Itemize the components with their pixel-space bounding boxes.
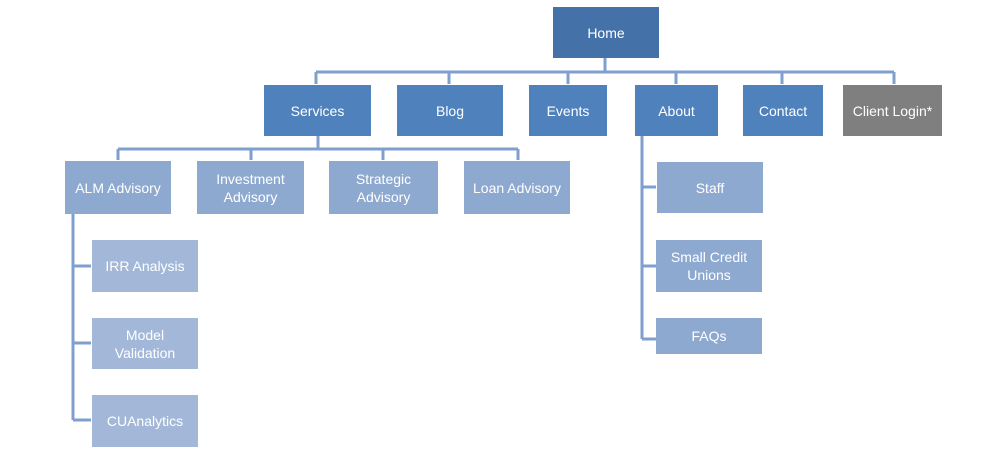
node-model-validation[interactable]: Model Validation [92,318,198,369]
node-alm-advisory[interactable]: ALM Advisory [65,161,171,214]
node-events[interactable]: Events [529,85,607,136]
node-staff[interactable]: Staff [657,162,763,213]
node-irr-analysis[interactable]: IRR Analysis [92,240,198,292]
node-about[interactable]: About [635,85,718,136]
node-small-credit-unions[interactable]: Small Credit Unions [656,240,762,292]
node-cuanalytics[interactable]: CUAnalytics [92,395,198,447]
connector-lines [71,58,896,422]
node-loan-advisory[interactable]: Loan Advisory [464,161,570,214]
connector-alm-advisory [71,214,91,422]
connector-about [640,136,656,341]
connector-home [314,58,896,84]
node-faqs[interactable]: FAQs [656,318,762,354]
node-investment-advisory[interactable]: Investment Advisory [197,161,304,214]
node-services[interactable]: Services [264,85,371,136]
node-strategic-advisory[interactable]: Strategic Advisory [329,161,438,214]
connector-services [116,136,520,160]
node-blog[interactable]: Blog [397,85,503,136]
node-contact[interactable]: Contact [743,85,823,136]
node-client-login[interactable]: Client Login* [843,85,942,136]
node-home[interactable]: Home [553,7,659,58]
